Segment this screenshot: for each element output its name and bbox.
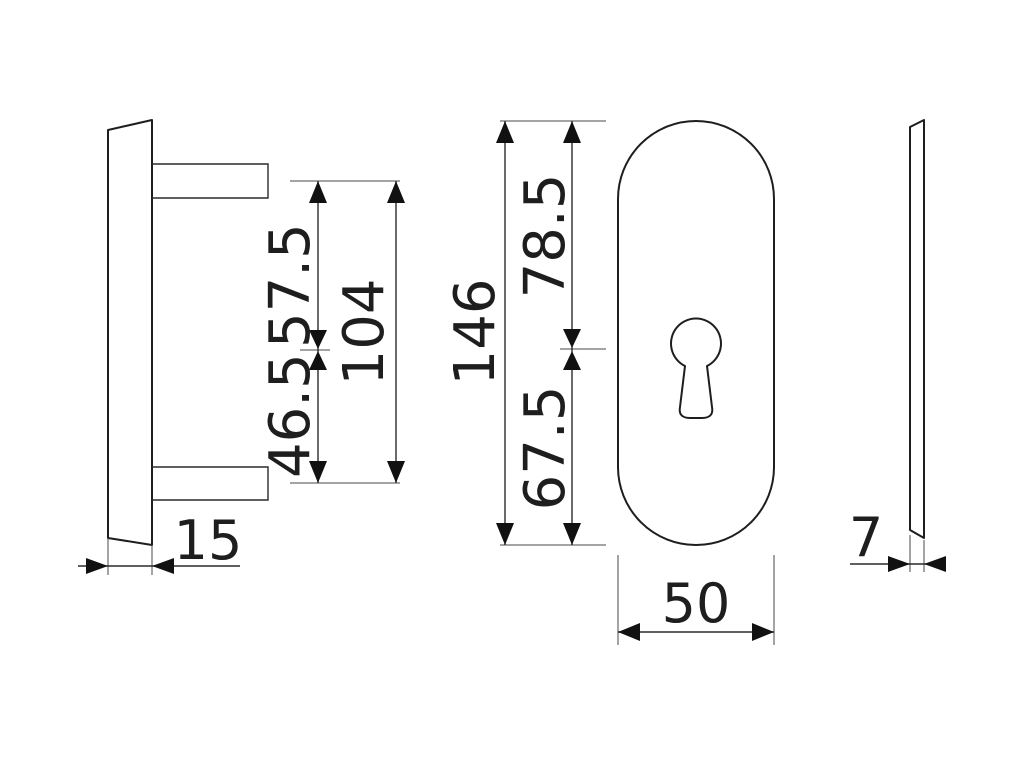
dim-label-15: 15 — [174, 509, 243, 572]
dim-label-146: 146 — [443, 279, 508, 386]
side-view-right: 7 — [849, 119, 946, 572]
dim-label-78-5: 78.5 — [513, 174, 578, 299]
dim-label-67-5: 67.5 — [513, 386, 578, 511]
keyhole-cylinder-cutout — [670, 317, 722, 419]
dim-label-57-5: 57.5 — [258, 223, 323, 348]
dim-label-104: 104 — [332, 279, 397, 386]
dim-label-46-5: 46.5 — [258, 353, 323, 478]
escutcheon-plate-outline — [617, 120, 775, 546]
dim-label-50: 50 — [662, 572, 731, 635]
front-view: 146 78.5 67.5 50 — [443, 120, 775, 645]
dim-label-7: 7 — [849, 506, 883, 569]
plate-side-profile — [107, 119, 153, 546]
side-view-left: 57.5 46.5 104 15 — [78, 119, 405, 575]
lower-pin — [152, 466, 269, 501]
plate-thin-profile — [909, 119, 925, 539]
upper-pin — [152, 163, 269, 199]
